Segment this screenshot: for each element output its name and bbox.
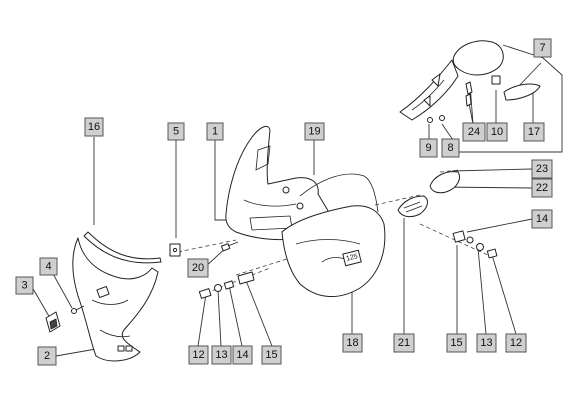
part-number: 21: [398, 337, 410, 349]
part-number: 7: [539, 42, 545, 54]
part-number: 3: [21, 280, 27, 292]
callout-14-left: 14: [232, 345, 253, 365]
part-number: 12: [510, 337, 522, 349]
reflector: [503, 83, 541, 101]
callout-9: 9: [419, 138, 438, 158]
callout-4: 4: [39, 257, 58, 276]
callout-12-left: 12: [188, 345, 209, 365]
part-number: 1: [212, 126, 218, 138]
small-screw: [71, 305, 85, 314]
bracket-tab: [169, 243, 181, 257]
mounting-bolt: [220, 241, 239, 252]
callout-8: 8: [441, 138, 460, 158]
mirror-screws: [427, 115, 445, 123]
callout-19: 19: [304, 122, 325, 141]
headlight-cover: [281, 173, 386, 298]
part-number: 2: [44, 350, 50, 362]
callout-20: 20: [187, 258, 209, 278]
part-number: 13: [480, 337, 492, 349]
part-number: 10: [491, 126, 503, 138]
part-number: 23: [536, 163, 548, 175]
part-number: 15: [450, 337, 462, 349]
part-number: 20: [192, 262, 204, 274]
clip: [45, 311, 61, 333]
callout-21: 21: [393, 333, 415, 353]
part-number: 14: [236, 349, 248, 361]
mirror-bushing: [491, 75, 501, 85]
callout-13-left: 13: [211, 345, 232, 365]
part-number: 13: [215, 349, 227, 361]
callout-10: 10: [486, 122, 508, 142]
indicator-lens: [397, 195, 428, 218]
callout-3: 3: [15, 276, 34, 295]
callout-1: 1: [206, 122, 224, 141]
part-number: 14: [536, 213, 548, 225]
part-number: 18: [346, 337, 358, 349]
callout-14-right: 14: [531, 209, 553, 229]
part-number: 12: [192, 349, 204, 361]
callout-23: 23: [531, 159, 553, 179]
edge-trim-strip: [83, 231, 162, 264]
part-number: 22: [536, 182, 548, 194]
callout-22: 22: [531, 178, 553, 198]
callout-12-right: 12: [505, 333, 527, 353]
callout-15-left: 15: [261, 345, 282, 365]
callout-24: 24: [462, 122, 486, 142]
mirror-tabs: [465, 81, 473, 107]
part-number: 16: [88, 121, 100, 133]
mirror-assembly: [399, 40, 504, 121]
part-number: 15: [265, 349, 277, 361]
callout-18: 18: [342, 333, 363, 353]
callout-2: 2: [37, 346, 57, 366]
part-number: 24: [468, 126, 480, 138]
callout-5: 5: [167, 122, 185, 141]
part-number: 4: [45, 261, 51, 273]
lower-front-panel: [72, 237, 159, 362]
indicator-housing: [429, 171, 460, 194]
callout-13-right: 13: [476, 333, 497, 353]
left-fastener-group: [198, 271, 255, 299]
right-fastener-group: [452, 230, 498, 259]
part-number: 17: [528, 126, 540, 138]
part-number: 8: [447, 142, 453, 154]
part-number: 9: [425, 142, 431, 154]
part-number: 19: [308, 126, 320, 138]
callout-16: 16: [84, 117, 104, 137]
leader-lines: [31, 44, 563, 357]
callout-7: 7: [533, 38, 552, 58]
callout-15-right: 15: [446, 333, 467, 353]
part-number: 5: [173, 126, 179, 138]
plate-text: 125: [345, 253, 358, 263]
callout-17: 17: [523, 122, 545, 142]
